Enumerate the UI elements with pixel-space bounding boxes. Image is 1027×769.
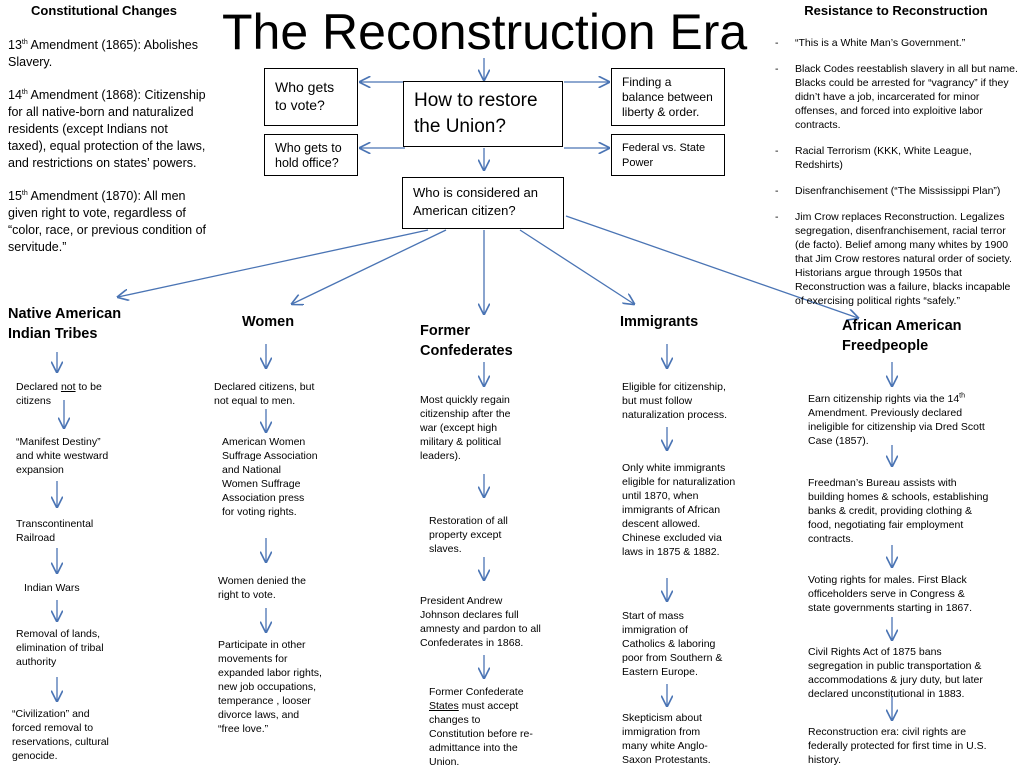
amendment-15: 15th Amendment (1870): All men given rig… [8,189,207,254]
women-item: Women denied the right to vote. [218,575,306,601]
native-item: Transcontinental Railroad [16,518,94,544]
confederates-item: Most quickly regain citizenship after th… [420,394,511,462]
resistance-heading: Resistance to Reconstruction [804,3,988,18]
african-american-item: Civil Rights Act of 1875 bans segregatio… [808,646,983,700]
confederates-item: Restoration of all property except slave… [429,515,508,555]
confederates-item: Former Confederate States must accept ch… [429,686,533,768]
women-item: Participate in other movements for expan… [218,639,322,735]
resistance-item: Jim Crow replaces Reconstruction. Legali… [775,210,1019,308]
women-item: American Women Suffrage Association and … [222,436,318,518]
african-american-item: Voting rights for males. First Black off… [808,574,973,614]
resistance-item: Racial Terrorism (KKK, White League, Red… [775,144,1019,172]
african-american-heading: African American Freedpeople [842,318,962,354]
women-heading: Women [242,314,295,330]
confederates-item: President Andrew Johnson declares full a… [420,595,541,649]
who-is-citizen-box: Who is considered an American citizen? [402,177,564,229]
women-item: Declared citizens, but not equal to men. [214,381,315,407]
immigrants-item: Only white immigrants eligible for natur… [622,462,736,558]
who-holds-office-box: Who gets to hold office? [264,134,358,176]
confederates-heading: Former Confederates [420,323,513,359]
african-american-item: Reconstruction era: civil rights are fed… [808,726,987,766]
immigrants-item: Start of mass immigration of Catholics &… [622,610,723,678]
resistance-item: Disenfranchisement (“The Mississippi Pla… [775,184,1019,198]
native-item: Indian Wars [24,582,80,594]
native-item: “Civilization” and forced removal to res… [12,708,109,762]
immigrants-item: Skepticism about immigration from many w… [622,712,711,766]
amendments-list: 13th Amendment (1865): Abolishes Slavery… [8,37,208,272]
amendment-13: 13th Amendment (1865): Abolishes Slavery… [8,38,198,69]
native-american-heading: Native American Indian Tribes [8,306,122,342]
resistance-list: “This is a White Man’s Government.” Blac… [775,36,1019,320]
page-title: The Reconstruction Era [222,4,748,60]
native-item: “Manifest Destiny” and white westward ex… [16,436,109,476]
liberty-order-box: Finding a balance between liberty & orde… [611,68,725,126]
african-american-item: Earn citizenship rights via the 14th Ame… [808,392,985,448]
native-item: Removal of lands, elimination of tribal … [16,628,104,668]
resistance-item: “This is a White Man’s Government.” [775,36,1019,50]
amendment-14: 14th Amendment (1868): Citizenship for a… [8,88,206,170]
resistance-item: Black Codes reestablish slavery in all b… [775,62,1019,132]
african-american-item: Freedman’s Bureau assists with building … [808,477,989,545]
federal-state-power-box: Federal vs. State Power [611,134,725,176]
immigrants-item: Eligible for citizenship, but must follo… [622,381,728,421]
who-gets-to-vote-box: Who gets to vote? [264,68,358,126]
immigrants-heading: Immigrants [620,314,699,330]
native-item: Declared not to be citizens [16,381,102,407]
constitutional-changes-heading: Constitutional Changes [31,3,177,18]
how-to-restore-union-box: How to restore the Union? [403,81,563,147]
